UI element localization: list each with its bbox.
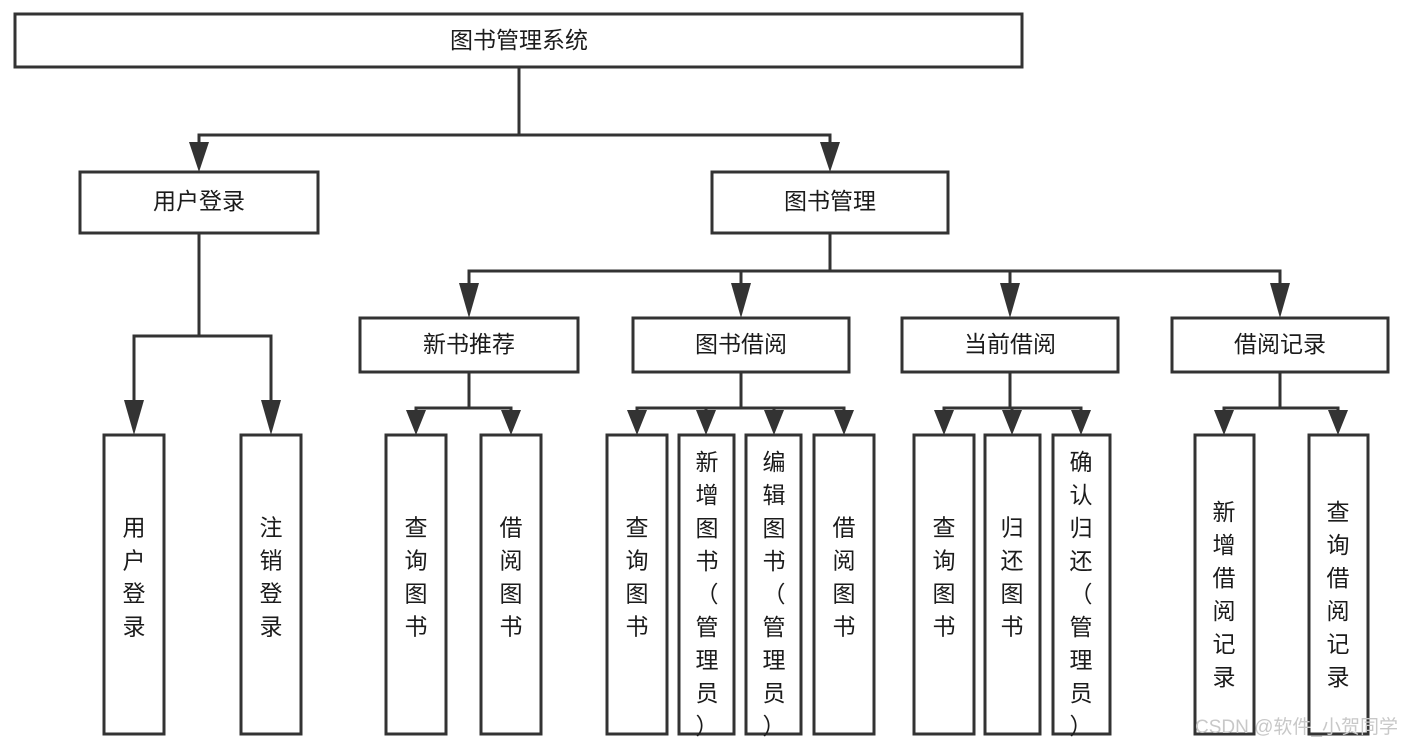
node-user-login-box[interactable] <box>78 170 320 235</box>
arrow-head-icon-new-book-recommend <box>459 283 479 318</box>
leaf-node-borrow-book-box[interactable] <box>812 433 876 736</box>
leaf-node-query-book-current-box[interactable] <box>912 433 976 736</box>
node-root-label: 图书管理系统 <box>450 27 588 53</box>
csdn-watermark: CSDN @软件_小贺同学 <box>1195 716 1398 738</box>
arrow-head-icon-leaf-edit-book <box>764 410 784 435</box>
arrow-head-icon-leaf-add-borrow-record <box>1214 410 1234 435</box>
node-book-manage-box[interactable] <box>710 170 950 235</box>
leaf-node-edit-book[interactable]: 编辑图书（管理员） <box>744 433 803 739</box>
leaf-node-query-book-borrow-label: 查询图书 <box>626 515 649 640</box>
leaf-node-user-logout-label: 注销登录 <box>260 515 283 640</box>
node-book-borrow[interactable]: 图书借阅 <box>631 316 851 374</box>
leaf-node-query-borrow-record[interactable]: 查询借阅记录 <box>1307 433 1370 736</box>
node-new-book-recommend-label: 新书推荐 <box>423 331 515 357</box>
leaf-node-query-book-current[interactable]: 查询图书 <box>912 433 976 736</box>
leaf-node-edit-book-box[interactable] <box>744 433 803 736</box>
leaf-node-edit-book-label: 编辑图书（管理员） <box>763 449 786 739</box>
leaf-node-confirm-return-label: 确认归还（管理员） <box>1070 449 1093 739</box>
leaf-node-confirm-return-box[interactable] <box>1051 433 1112 736</box>
node-new-book-recommend[interactable]: 新书推荐 <box>358 316 580 374</box>
arrow-head-icon-leaf-query-book-borrow <box>627 410 647 435</box>
leaf-node-add-borrow-record-label: 新增借阅记录 <box>1213 499 1236 690</box>
node-borrow-record[interactable]: 借阅记录 <box>1170 316 1390 374</box>
leaf-node-return-book-box[interactable] <box>983 433 1042 736</box>
leaf-node-query-borrow-record-label: 查询借阅记录 <box>1327 499 1350 690</box>
leaf-node-add-borrow-record-box[interactable] <box>1193 433 1256 736</box>
leaf-node-borrow-book[interactable]: 借阅图书 <box>812 433 876 736</box>
arrow-head-icon-book-manage <box>820 142 840 172</box>
node-current-borrow[interactable]: 当前借阅 <box>900 316 1120 374</box>
leaf-node-query-book-borrow[interactable]: 查询图书 <box>605 433 669 736</box>
node-user-login[interactable]: 用户登录 <box>78 170 320 235</box>
node-book-borrow-box[interactable] <box>631 316 851 374</box>
leaf-node-add-borrow-record[interactable]: 新增借阅记录 <box>1193 433 1256 736</box>
leaf-node-borrow-book-rec-box[interactable] <box>479 433 543 736</box>
node-user-login-label: 用户登录 <box>153 188 245 214</box>
arrow-head-icon-borrow-record <box>1270 283 1290 318</box>
arrow-head-icon-leaf-user-login <box>124 400 144 435</box>
arrow-head-icon-book-borrow <box>731 283 751 318</box>
leaf-node-return-book-label: 归还图书 <box>1001 515 1024 640</box>
leaf-node-borrow-book-rec-label: 借阅图书 <box>500 515 523 640</box>
leaf-node-confirm-return[interactable]: 确认归还（管理员） <box>1051 433 1112 739</box>
connector-layer <box>124 65 1348 435</box>
leaf-node-add-book-box[interactable] <box>677 433 736 736</box>
leaf-node-borrow-book-rec[interactable]: 借阅图书 <box>479 433 543 736</box>
leaf-node-user-logout[interactable]: 注销登录 <box>239 433 303 736</box>
arrow-head-icon-leaf-query-borrow-record <box>1328 410 1348 435</box>
leaf-node-user-login-box[interactable] <box>102 433 166 736</box>
arrow-head-icon-leaf-return-book <box>1002 410 1022 435</box>
node-new-book-recommend-box[interactable] <box>358 316 580 374</box>
leaf-node-query-book-current-label: 查询图书 <box>933 515 956 640</box>
arrow-head-icon-leaf-confirm-return <box>1071 410 1091 435</box>
leaf-node-query-borrow-record-box[interactable] <box>1307 433 1370 736</box>
node-borrow-record-box[interactable] <box>1170 316 1390 374</box>
leaf-node-query-book-rec[interactable]: 查询图书 <box>384 433 448 736</box>
arrow-head-icon-leaf-borrow-book <box>834 410 854 435</box>
leaf-node-add-book[interactable]: 新增图书（管理员） <box>677 433 736 739</box>
node-root[interactable]: 图书管理系统 <box>13 12 1024 69</box>
node-current-borrow-box[interactable] <box>900 316 1120 374</box>
leaf-node-user-login[interactable]: 用户登录 <box>102 433 166 736</box>
leaf-node-add-book-label: 新增图书（管理员） <box>696 449 719 739</box>
leaf-node-user-logout-box[interactable] <box>239 433 303 736</box>
node-borrow-record-label: 借阅记录 <box>1234 331 1326 357</box>
node-current-borrow-label: 当前借阅 <box>964 331 1056 357</box>
node-book-manage-label: 图书管理 <box>784 188 876 214</box>
leaf-node-user-login-label: 用户登录 <box>123 515 146 640</box>
leaf-node-borrow-book-label: 借阅图书 <box>833 515 856 640</box>
leaf-node-return-book[interactable]: 归还图书 <box>983 433 1042 736</box>
node-root-box[interactable] <box>13 12 1024 69</box>
arrow-head-icon-user-login <box>189 142 209 172</box>
arrow-head-icon-leaf-query-book-rec <box>406 410 426 435</box>
leaf-node-query-book-rec-label: 查询图书 <box>405 515 428 640</box>
leaf-node-query-book-borrow-box[interactable] <box>605 433 669 736</box>
leaf-node-query-book-rec-box[interactable] <box>384 433 448 736</box>
node-book-borrow-label: 图书借阅 <box>695 331 787 357</box>
arrow-head-icon-leaf-user-logout <box>261 400 281 435</box>
arrow-head-icon-leaf-borrow-book-rec <box>501 410 521 435</box>
arrow-head-icon-current-borrow <box>1000 283 1020 318</box>
node-book-manage[interactable]: 图书管理 <box>710 170 950 235</box>
arrow-head-icon-leaf-add-book <box>696 410 716 435</box>
arrow-head-icon-leaf-query-book-current <box>934 410 954 435</box>
